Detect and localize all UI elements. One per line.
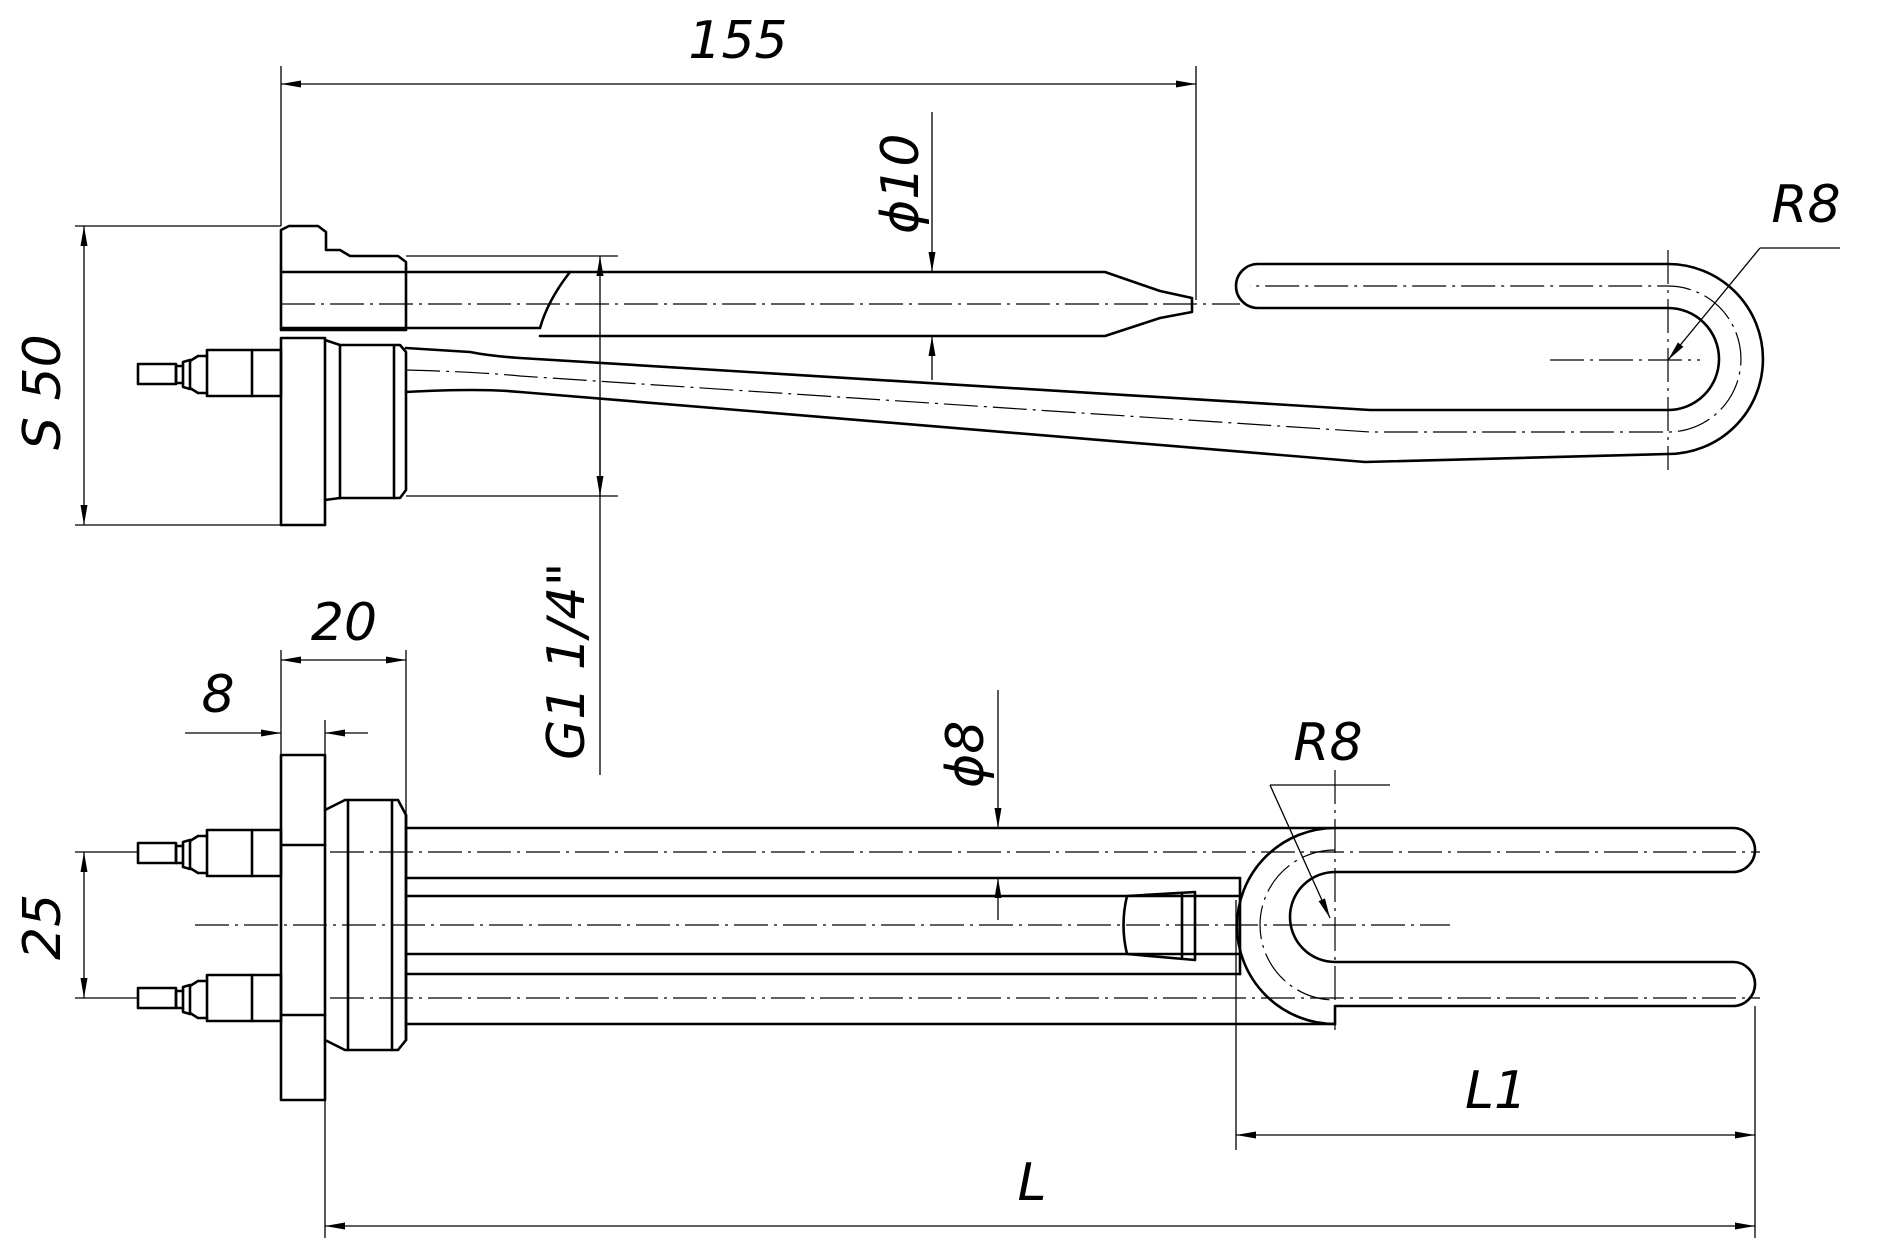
dim-r8-front-label: R8: [1293, 713, 1362, 773]
terminal-top: [136, 348, 283, 398]
dim-20: 20: [280, 593, 407, 815]
hex-nut-section: [279, 224, 408, 332]
dim-thread: G1 1/4": [406, 255, 618, 775]
dim-phi10: ϕ10: [871, 112, 936, 380]
top-view: 155 ϕ10 R8 S 50 G1 1/4": [13, 11, 1841, 775]
dim-phi10-label: ϕ10: [871, 134, 931, 234]
dim-phi8: ϕ8: [936, 690, 1002, 920]
front-view: 20 8 ϕ8 R8 25: [13, 593, 1760, 1238]
dim-8-label: 8: [201, 665, 234, 725]
dim-l: L: [324, 1100, 1755, 1238]
dim-155: 155: [280, 11, 1197, 300]
dim-l-label: L: [1018, 1153, 1047, 1213]
dim-8: 8: [185, 665, 368, 755]
dim-l1-label: L1: [1465, 1061, 1527, 1121]
heating-element-front: [195, 770, 1760, 1030]
terminal-upper: [136, 828, 283, 878]
dim-l1: L1: [1235, 900, 1756, 1238]
flange-front: [279, 753, 408, 1102]
dim-r8-top: R8: [1667, 175, 1841, 361]
dim-20-label: 20: [311, 593, 377, 653]
dim-s50-label: S 50: [13, 334, 73, 450]
dim-155-label: 155: [688, 11, 787, 71]
thermostat-tube: [279, 270, 1240, 338]
dim-25: 25: [13, 851, 138, 999]
dim-r8-front: R8: [1269, 713, 1390, 919]
dim-25-label: 25: [13, 894, 73, 960]
dim-s50: S 50: [13, 225, 281, 526]
terminal-lower: [136, 973, 283, 1023]
dim-thread-label: G1 1/4": [537, 562, 597, 760]
flange-body-top: [279, 336, 408, 527]
heating-loop-top: [404, 250, 1765, 470]
dim-r8-top-label: R8: [1771, 175, 1840, 235]
dim-phi8-label: ϕ8: [936, 721, 996, 788]
